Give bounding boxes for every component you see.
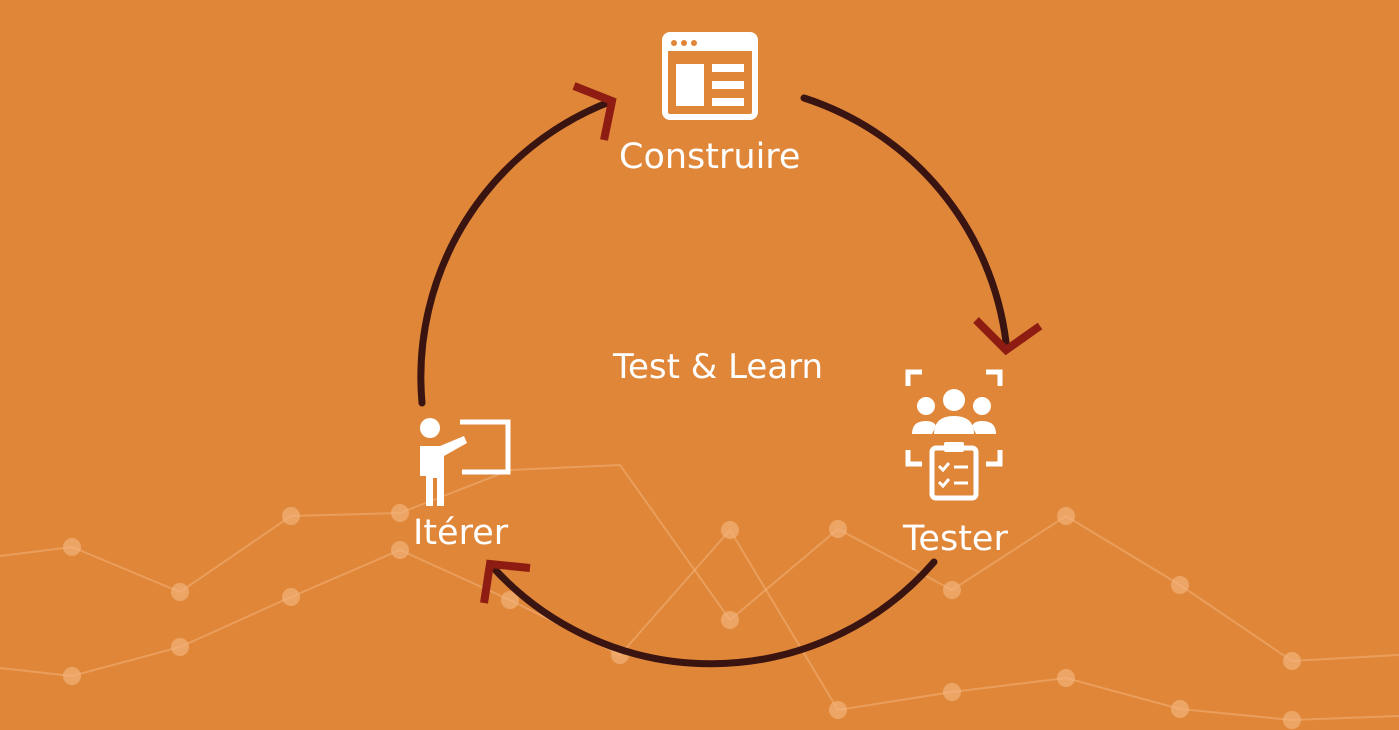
arc-iterer-to-construire bbox=[417, 97, 616, 407]
presenter-board-icon bbox=[420, 418, 511, 506]
step-label-iterer: Itérer bbox=[413, 513, 509, 553]
step-label-construire: Construire bbox=[619, 137, 801, 177]
arrowhead-iterer bbox=[480, 559, 531, 604]
center-title: Test & Learn bbox=[613, 347, 824, 387]
arc-construire-to-tester bbox=[800, 94, 1010, 346]
arrowhead-tester bbox=[973, 317, 1043, 356]
browser-window-icon bbox=[662, 32, 758, 120]
step-label-tester: Tester bbox=[903, 519, 1008, 559]
arrowhead-construire bbox=[572, 82, 617, 141]
user-testing-clipboard-icon bbox=[905, 369, 1003, 501]
arc-tester-to-iterer bbox=[486, 558, 938, 668]
